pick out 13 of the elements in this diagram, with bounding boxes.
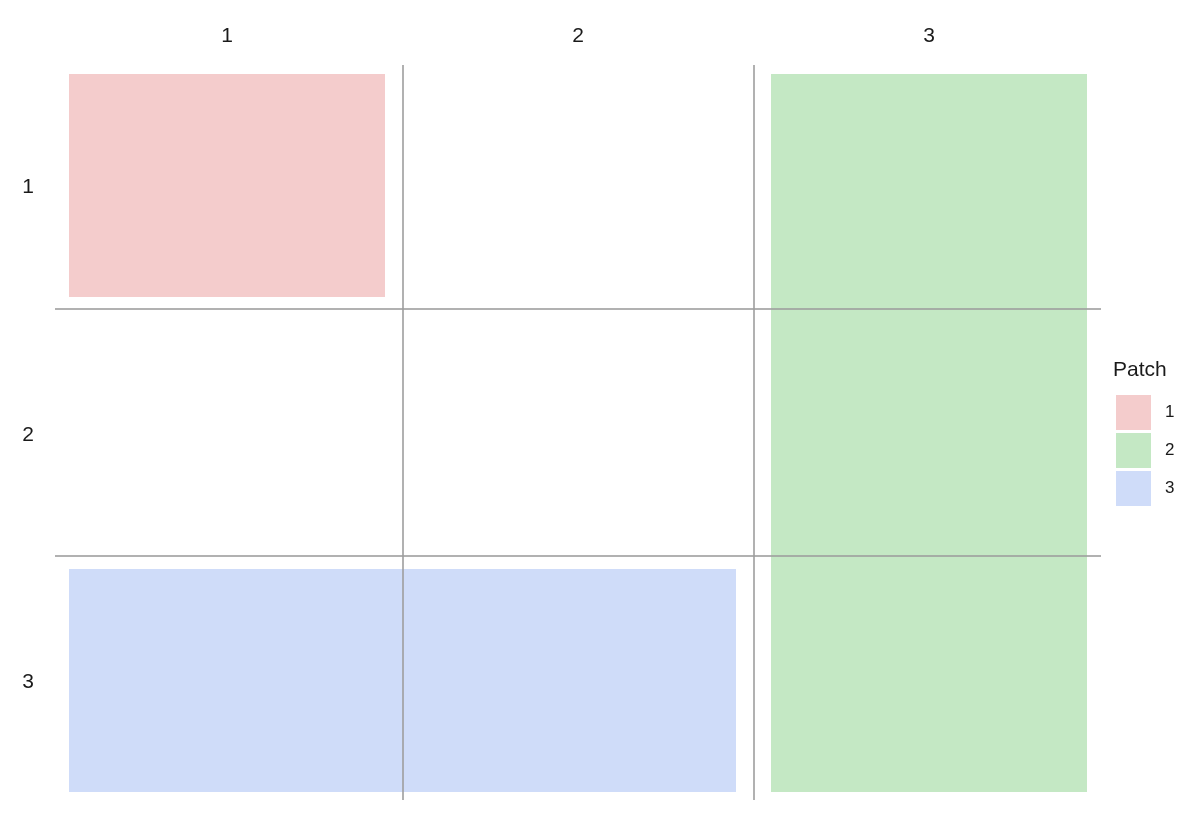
- column-number: 3: [923, 23, 935, 47]
- legend-label: 3: [1165, 477, 1175, 499]
- row-number: 1: [22, 174, 34, 198]
- row-number: 3: [22, 669, 34, 693]
- patch-area: [69, 569, 736, 792]
- column-number: 2: [572, 23, 584, 47]
- patch-area: [771, 74, 1087, 792]
- legend-label: 2: [1165, 439, 1175, 461]
- patch-area: [69, 74, 385, 297]
- row-number: 2: [22, 422, 34, 446]
- legend-title: Patch: [1113, 357, 1167, 381]
- column-number: 1: [221, 23, 233, 47]
- legend-label: 1: [1165, 401, 1175, 423]
